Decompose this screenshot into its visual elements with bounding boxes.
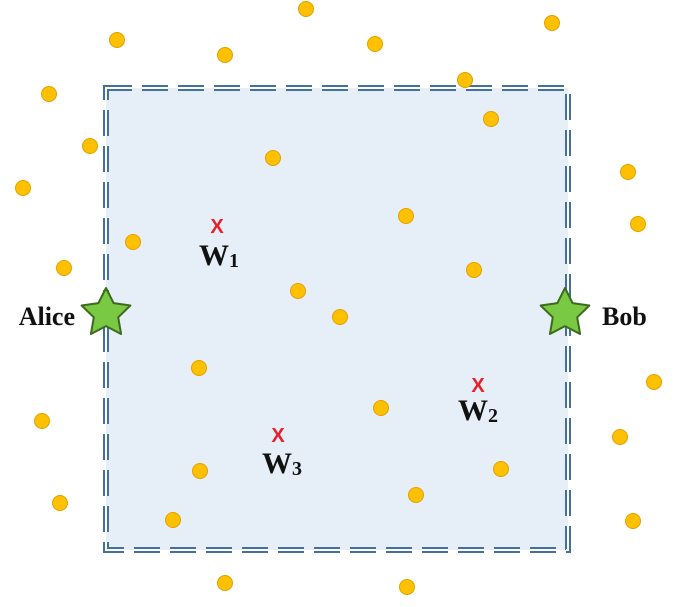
warden-w1: X W1 <box>199 216 239 272</box>
node-dot <box>544 15 560 31</box>
node-dot <box>332 309 348 325</box>
node-dot <box>620 164 636 180</box>
node-dot <box>56 260 72 276</box>
warden-marker: X <box>210 216 224 238</box>
node-dot <box>34 413 50 429</box>
node-dot <box>398 208 414 224</box>
bob-label: Bob <box>602 302 647 331</box>
node-dot <box>630 216 646 232</box>
star-icon <box>80 287 132 335</box>
node-dot <box>217 47 233 63</box>
node-dot <box>125 234 141 250</box>
bob-endpoint: Bob <box>539 287 647 335</box>
warden-w3: X W3 <box>262 425 302 480</box>
node-dot <box>191 360 207 376</box>
nodes-layer <box>15 1 662 595</box>
node-dot <box>217 575 233 591</box>
node-dot <box>367 36 383 52</box>
node-dot <box>298 1 314 17</box>
node-dot <box>41 86 57 102</box>
node-dot <box>466 262 482 278</box>
node-dot <box>15 180 31 196</box>
node-dot <box>646 374 662 390</box>
node-dot <box>483 111 499 127</box>
node-dot <box>408 487 424 503</box>
node-dot <box>290 283 306 299</box>
node-dot <box>265 150 281 166</box>
warden-w2: X W2 <box>458 375 498 427</box>
node-dot <box>612 429 628 445</box>
warden-label: W1 <box>199 239 239 272</box>
warden-label: W2 <box>458 394 498 427</box>
node-dot <box>625 513 641 529</box>
node-dot <box>52 495 68 511</box>
warden-label: W3 <box>262 447 302 480</box>
warden-marker: X <box>271 425 285 447</box>
node-dot <box>457 72 473 88</box>
alice-label: Alice <box>19 302 75 331</box>
node-dot <box>373 400 389 416</box>
star-icon <box>539 287 591 335</box>
node-dot <box>192 463 208 479</box>
node-dot <box>109 32 125 48</box>
node-dot <box>399 579 415 595</box>
node-dot <box>165 512 181 528</box>
node-dot <box>82 138 98 154</box>
alice-endpoint: Alice <box>19 287 132 335</box>
node-dot <box>493 461 509 477</box>
warden-marker: X <box>471 375 485 397</box>
